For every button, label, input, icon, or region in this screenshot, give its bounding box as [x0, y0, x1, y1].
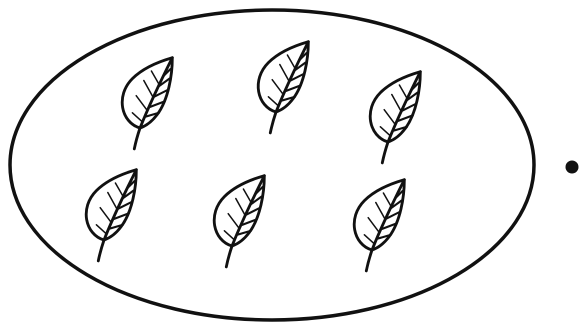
dot-marker	[566, 161, 579, 174]
set-ellipse	[10, 10, 534, 320]
